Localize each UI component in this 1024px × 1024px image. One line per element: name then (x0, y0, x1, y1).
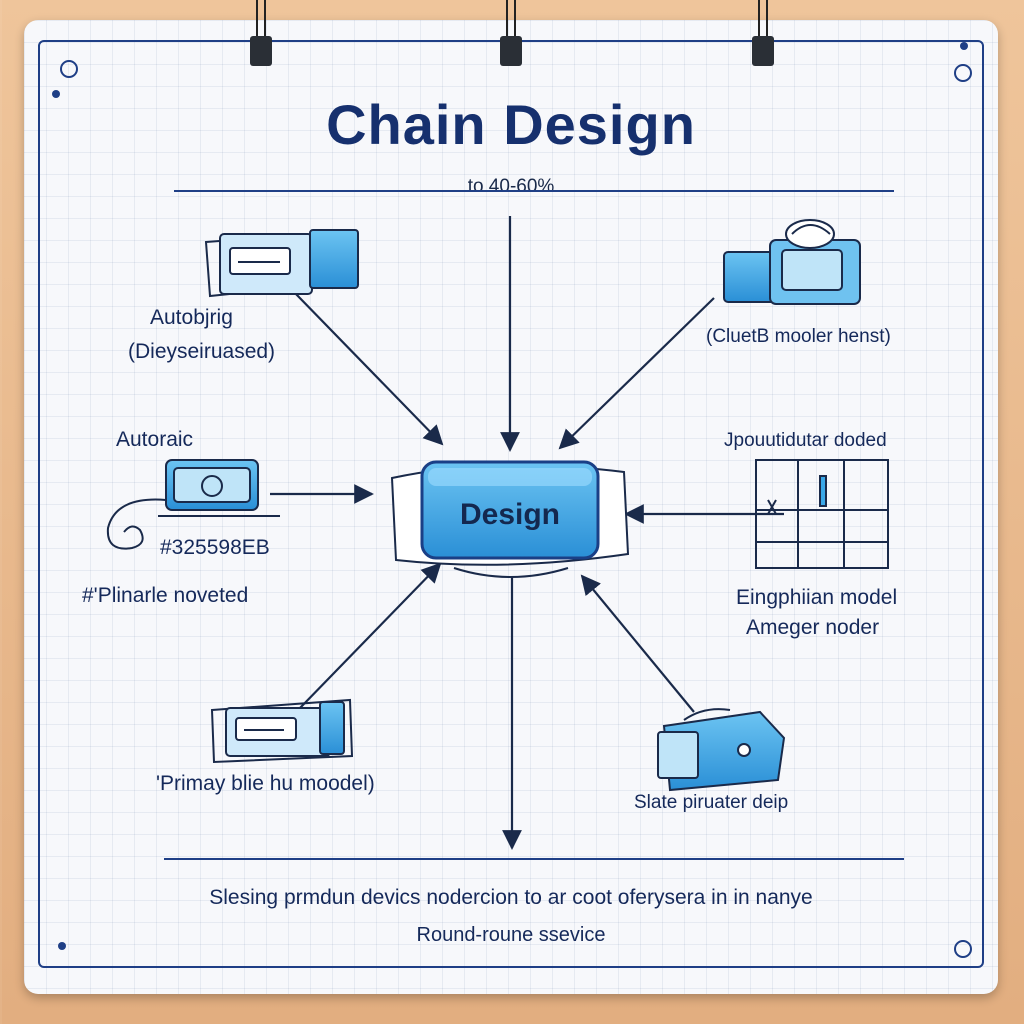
device-top-left-icon (204, 229, 359, 298)
binder-clip-right (752, 0, 774, 66)
arrow-top-right (558, 297, 715, 450)
label-mid-left-3: #'Plinarle noveted (82, 584, 249, 607)
device-mid-left-icon (106, 459, 280, 550)
corner-dot-icon (960, 42, 968, 50)
arrow-bottom-right (580, 574, 695, 713)
label-top-left-1: Autobjrig (150, 306, 233, 329)
footer-rule (164, 858, 904, 860)
corner-ring-icon (60, 60, 78, 78)
binder-clip-left (250, 0, 272, 66)
device-top-right-icon (723, 219, 861, 305)
label-mid-right-2: Ameger noder (746, 616, 880, 639)
label-mid-right-1: Eingphiian model (736, 586, 898, 609)
label-bottom-right: Slate piruater deip (634, 792, 789, 813)
corner-ring-icon (954, 64, 972, 82)
diagram-canvas: Design (106, 216, 889, 850)
device-bottom-right-icon (657, 708, 786, 792)
arrow-bottom-left (299, 562, 442, 709)
device-bottom-left-icon (210, 698, 354, 764)
label-mid-right-top: Jpouutidutar doded (724, 430, 887, 451)
center-node-label: Design (460, 498, 560, 531)
page-title: Chain Design (326, 93, 696, 156)
arrow-top-left (293, 291, 444, 446)
device-mid-right-icon (755, 459, 889, 569)
corner-dot-icon (58, 942, 66, 950)
corner-ring-icon (954, 940, 972, 958)
center-node (390, 460, 630, 578)
footer-text-1: Slesing prmdun devics nodercion to ar co… (209, 886, 813, 909)
footer-text-2: Round-roune ssevice (416, 924, 606, 946)
label-top-right: (CluetB mooler henst) (706, 326, 891, 347)
title-rule (174, 190, 894, 192)
label-bottom-left: 'Primay blie hu moodel) (156, 772, 375, 795)
label-mid-left-2: #325598EB (160, 536, 270, 559)
corner-dot-icon (52, 90, 60, 98)
binder-clip-center (500, 0, 522, 66)
label-mid-left-1: Autoraic (116, 428, 194, 451)
whiteboard: Chain Design to 40-60% (24, 0, 998, 994)
label-top-left-2: (Dieyseiruased) (128, 340, 276, 363)
